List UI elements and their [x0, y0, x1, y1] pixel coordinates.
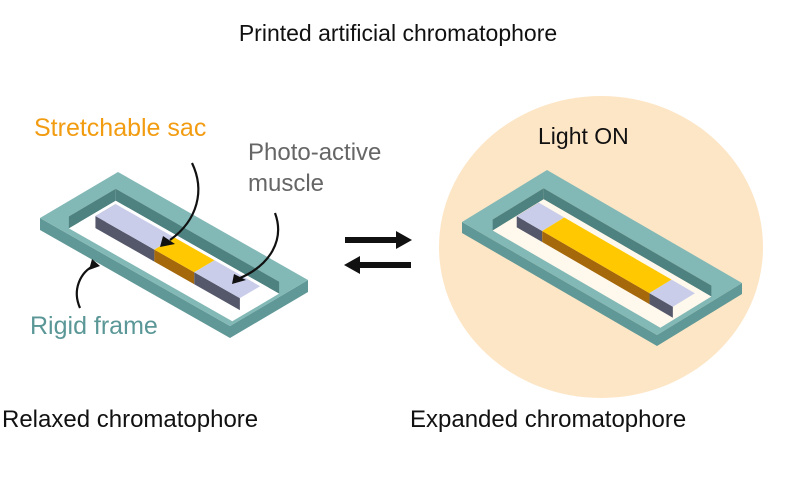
expanded-chromatophore-graphic: [462, 170, 742, 346]
photo-active-muscle-top: [516, 202, 565, 232]
relaxed-chromatophore-caption: Relaxed chromatophore: [2, 406, 259, 433]
reversible-arrows: [344, 231, 412, 274]
stretchable-sac-label: Stretchable sac: [34, 114, 207, 142]
stretchable-sac-side: [154, 249, 195, 285]
photo-active-muscle-top: [194, 260, 261, 299]
expanded-chromatophore-caption: Expanded chromatophore: [410, 406, 687, 433]
photo-active-muscle-top: [95, 204, 175, 250]
light-on-label: Light ON: [538, 123, 629, 149]
frame-arrowhead-icon: [89, 259, 100, 270]
stretchable-sac-top: [154, 237, 215, 273]
photo-active-muscle-side: [649, 293, 673, 318]
photo-active-muscle-label-line2: muscle: [248, 170, 325, 197]
frame-right-side: [230, 280, 308, 338]
frame-inner-wall: [68, 188, 116, 229]
muscle-pointer-arrow: [239, 212, 280, 280]
photo-active-muscle-label-line1: Photo-active: [248, 139, 382, 166]
frame-pointer-arrow: [75, 264, 96, 309]
frame-front-side: [462, 222, 657, 346]
photo-active-muscle-side: [194, 272, 240, 311]
rigid-frame-label: Rigid frame: [30, 312, 158, 340]
frame-right-side: [657, 283, 742, 346]
photo-active-muscle-side: [95, 216, 155, 262]
frame-inner-wall: [492, 188, 544, 231]
frame-top-face: [462, 170, 742, 335]
frame-front-side: [40, 218, 230, 338]
sac-pointer-arrow: [169, 162, 200, 241]
diagram-title: Printed artificial chromatophore: [238, 20, 558, 46]
relaxed-chromatophore-graphic: [40, 172, 308, 338]
sac-arrowhead-icon: [160, 236, 175, 247]
muscle-arrowhead-icon: [232, 274, 246, 284]
backward-arrow-icon: [344, 256, 411, 274]
stretchable-sac-side: [542, 231, 650, 305]
frame-inner-wall: [115, 188, 280, 294]
stretchable-sac-top: [542, 217, 672, 294]
photo-active-muscle-top: [649, 279, 695, 307]
forward-arrow-icon: [345, 231, 412, 249]
frame-inner-wall: [543, 188, 712, 297]
